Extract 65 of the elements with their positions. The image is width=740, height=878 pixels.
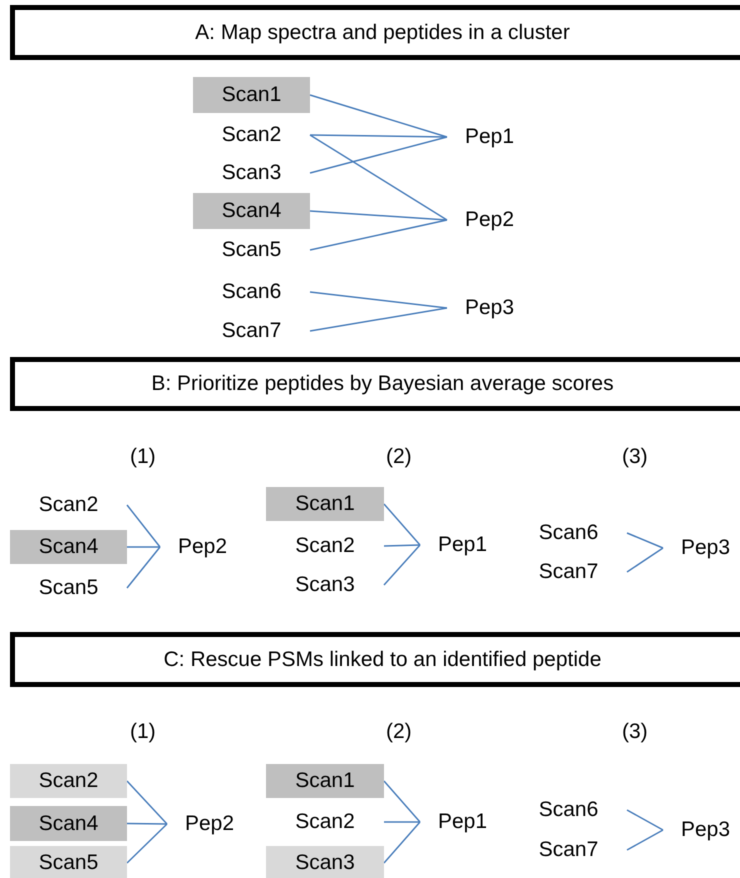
connector-line — [626, 532, 664, 549]
scan-label: Scan2 — [193, 117, 310, 153]
connector-line — [383, 780, 421, 822]
scan-label: Scan6 — [510, 792, 627, 828]
peptide-label: Pep1 — [420, 527, 510, 563]
scan-label: Scan3 — [266, 846, 384, 878]
scan-label: Scan5 — [10, 570, 127, 606]
connector-line — [126, 780, 168, 825]
scan-label: Scan2 — [266, 804, 384, 840]
scan-label: Scan5 — [10, 846, 127, 878]
connector-line — [310, 219, 448, 251]
connector-line — [126, 823, 168, 864]
connector-line — [310, 134, 448, 221]
scan-label: Scan7 — [510, 554, 627, 590]
scan-label: Scan5 — [193, 232, 310, 268]
peptide-label: Pep1 — [447, 119, 537, 155]
scan-label: Scan2 — [10, 764, 127, 798]
connector-line — [384, 544, 420, 547]
scan-label: Scan7 — [510, 832, 627, 868]
peptide-label: Pep3 — [447, 290, 537, 326]
peptide-label: Pep2 — [447, 202, 537, 238]
connector-line — [626, 809, 664, 831]
peptide-label: Pep1 — [420, 804, 510, 840]
scan-label: Scan6 — [193, 274, 310, 310]
scan-label: Scan1 — [266, 764, 384, 798]
connector-line — [383, 504, 421, 546]
connector-line — [384, 821, 420, 823]
panel-title-bar: A: Map spectra and peptides in a cluster — [10, 5, 740, 60]
connector-line — [383, 544, 421, 586]
connector-line — [310, 94, 448, 138]
scan-label: Scan7 — [193, 313, 310, 349]
step-number: (2) — [386, 445, 412, 469]
connector-line — [127, 546, 160, 548]
connector-line — [126, 504, 161, 548]
scan-label: Scan1 — [266, 487, 384, 521]
peptide-label: Pep2 — [167, 806, 257, 842]
scan-label: Scan6 — [510, 515, 627, 551]
peptide-label: Pep3 — [663, 812, 740, 848]
connector-line — [310, 134, 448, 138]
connector-line — [626, 547, 664, 573]
connector-line — [626, 829, 664, 851]
panel-title-bar: C: Rescue PSMs linked to an identified peptide — [10, 632, 740, 687]
connector-line — [310, 291, 448, 309]
connector-line — [310, 307, 448, 332]
scan-label: Scan1 — [193, 77, 310, 113]
scan-label: Scan2 — [10, 487, 127, 523]
scan-label: Scan3 — [266, 567, 384, 603]
scan-label: Scan3 — [193, 155, 310, 191]
scan-label: Scan4 — [10, 530, 127, 564]
connector-line — [126, 546, 161, 588]
scan-label: Scan2 — [266, 528, 384, 564]
connector-line — [126, 822, 168, 825]
connector-line — [383, 822, 421, 864]
step-number: (1) — [130, 720, 156, 744]
peptide-label: Pep3 — [663, 530, 740, 566]
step-number: (3) — [622, 445, 648, 469]
peptide-label: Pep2 — [160, 529, 250, 565]
step-number: (3) — [622, 720, 648, 744]
scan-label: Scan4 — [193, 193, 310, 229]
step-number: (1) — [130, 445, 156, 469]
connector-line — [310, 210, 448, 221]
step-number: (2) — [386, 720, 412, 744]
panel-title-bar: B: Prioritize peptides by Bayesian average scores — [10, 357, 740, 411]
scan-label: Scan4 — [10, 806, 127, 841]
connector-line — [310, 136, 448, 174]
